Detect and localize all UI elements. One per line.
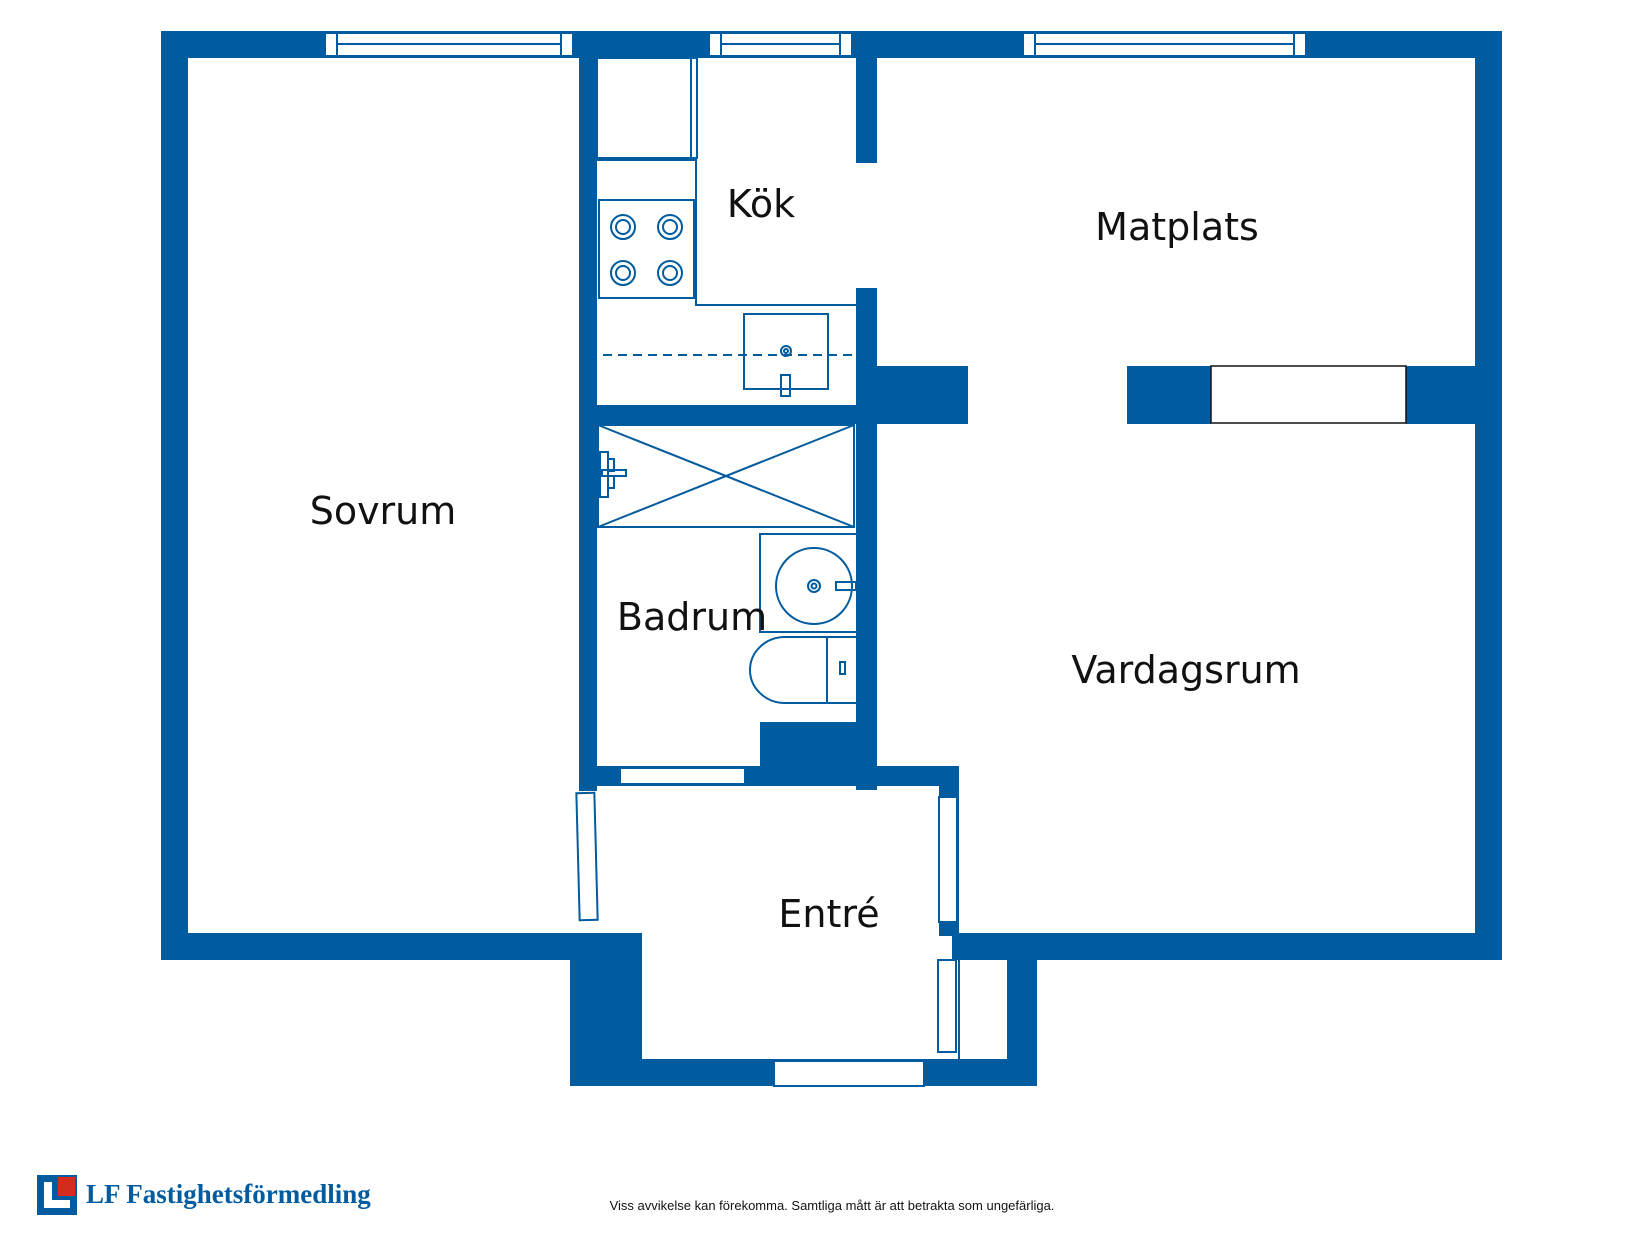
door-sovrum: [575, 791, 599, 922]
window-pier: [1210, 365, 1407, 424]
walls: [161, 31, 1502, 1086]
stove: [598, 199, 695, 299]
closet: [958, 952, 1011, 1063]
kitchen-fixtures: [596, 57, 856, 397]
wall-entry-right: [1007, 933, 1037, 1086]
window-sovrum: [324, 32, 574, 57]
burner: [657, 214, 683, 240]
door-vardagsrum: [938, 796, 958, 923]
disclaimer: Viss avvikelse kan förekomma. Samtliga m…: [610, 1198, 1055, 1213]
room-label-vardagsrum: Vardagsrum: [1071, 648, 1300, 692]
wall-pier-mid: [1127, 366, 1211, 424]
window-matplats: [1022, 32, 1307, 57]
burner: [657, 260, 683, 286]
room-label-kok: Kök: [727, 182, 795, 226]
burner: [610, 214, 636, 240]
window-kok: [708, 32, 853, 57]
bathroom-fixtures: [597, 424, 858, 704]
wall-bottom-right: [952, 933, 1502, 960]
washbasin: [775, 547, 853, 625]
toilet-tank: [826, 636, 858, 704]
door-badrum: [619, 767, 746, 785]
burner: [610, 260, 636, 286]
logo-mark-icon: [37, 1175, 77, 1215]
wall-kok-right-upper: [856, 31, 877, 163]
room-label-sovrum: Sovrum: [310, 489, 457, 533]
fridge: [596, 57, 698, 159]
wall-pier-left: [877, 366, 968, 424]
kitchen-faucet: [780, 374, 791, 397]
wall-bottom-left: [161, 933, 581, 960]
brand-name: LF Fastighetsförmedling: [86, 1179, 371, 1209]
door-front: [773, 1060, 925, 1087]
room-label-badrum: Badrum: [617, 595, 767, 639]
wall-kok-bath: [597, 405, 857, 424]
counter-edge: [597, 159, 856, 306]
toilet: [749, 636, 828, 704]
wall-kok-right-lower: [856, 288, 877, 790]
room-label-entre: Entré: [778, 892, 879, 936]
shower: [597, 424, 855, 528]
door-closet: [937, 959, 957, 1053]
doors: [575, 767, 958, 1087]
wall-left: [161, 31, 188, 960]
room-labels: Sovrum Kök Matplats Badrum Vardagsrum En…: [310, 182, 1301, 936]
windows: [324, 32, 1407, 424]
kitchen-sink: [743, 313, 829, 390]
brand-logo: LF Fastighetsförmedling: [37, 1175, 371, 1215]
wall-right: [1475, 31, 1502, 960]
shower-mixer: [599, 451, 609, 498]
wall-sovrum-divider: [579, 31, 597, 791]
room-label-matplats: Matplats: [1095, 205, 1259, 249]
wall-pier-right: [1406, 366, 1476, 424]
